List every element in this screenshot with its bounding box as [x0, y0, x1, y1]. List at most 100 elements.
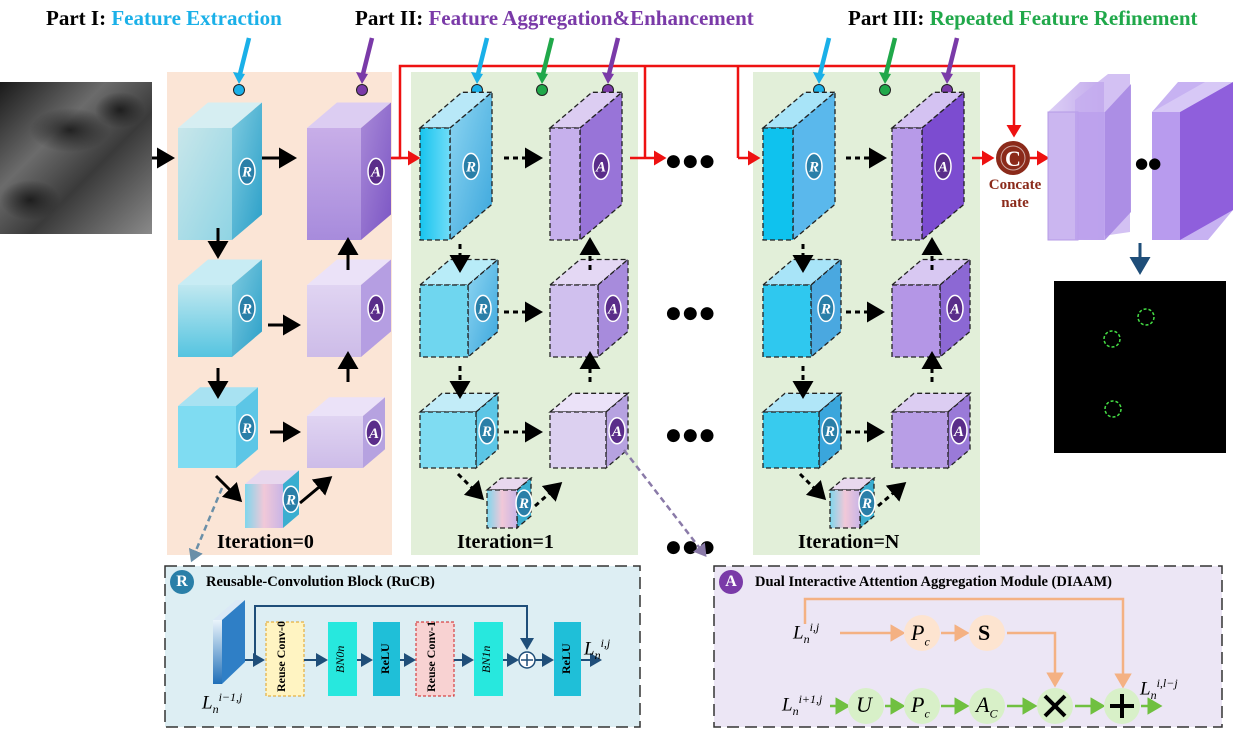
iterN-attention-cube-level3: A — [890, 391, 972, 470]
rucb-pointer — [188, 487, 224, 563]
rucb-input-symbol: L — [202, 692, 213, 714]
encoder-cube-level1: R — [178, 102, 262, 240]
detected-target-circle — [1103, 330, 1121, 348]
diaam-s-node — [969, 615, 1005, 651]
svg-text:R: R — [285, 492, 296, 508]
diaam-input1-sub: n — [803, 632, 810, 647]
rucb-input-label: Lni−1,j — [202, 690, 242, 717]
diaam-pointer — [623, 449, 707, 557]
svg-text:A: A — [611, 424, 622, 440]
diaam-pc-top-sub: c — [924, 634, 930, 649]
part1-pin-iter0 — [233, 37, 252, 96]
diaam-output-label: Lni,l−j — [1140, 676, 1178, 703]
part1-prefix: Part I: — [46, 6, 107, 30]
output-ellipsis: ●● — [1135, 154, 1161, 172]
input-infrared-image — [0, 82, 152, 234]
rucb-relu2-label: ReLU — [559, 626, 576, 692]
iter1-reuse-cube-level1: R — [418, 90, 494, 242]
iterN-reuse-cube-level1: R — [761, 90, 837, 242]
diaam-input1-sup: i,j — [809, 620, 820, 634]
rucb-output-symbol: L — [584, 638, 595, 660]
svg-text:R: R — [241, 421, 252, 437]
attention-module-mark: A — [365, 419, 383, 447]
part-indicator-pins — [233, 37, 960, 96]
iter1-reuse-cube-level3: R — [418, 391, 500, 470]
iter1-attention-cube-level1: A — [548, 90, 624, 242]
part2-pin-iter0 — [356, 37, 375, 96]
svg-text:R: R — [241, 301, 252, 317]
attention-module-mark: A — [950, 417, 968, 445]
part3-pin-iter1 — [536, 37, 555, 96]
concat-label-line2: nate — [1001, 195, 1029, 211]
svg-text:A: A — [595, 159, 606, 175]
encoder-cube-level2: R — [178, 259, 262, 357]
concat-symbol: C — [1005, 146, 1021, 171]
rucb-reuse-conv0-text: Reuse Conv-0 — [274, 621, 288, 692]
rucb-output-sub: n — [594, 648, 601, 663]
rucb-bn0-label: BN0n — [333, 626, 352, 692]
svg-text:A: A — [370, 164, 381, 180]
iteration-ellipsis-label: ●●● — [666, 537, 717, 557]
detected-target-circle — [1137, 308, 1155, 326]
diaam-ac-label: AC — [976, 692, 997, 721]
rucb-relu1-label: ReLU — [378, 626, 395, 692]
svg-text:R: R — [241, 164, 252, 180]
reuse-block-mark: R — [478, 417, 496, 445]
attention-module-mark: A — [608, 417, 626, 445]
attention-module-mark: A — [934, 152, 952, 181]
iteration-ellipsis-top: ●●● — [666, 151, 717, 171]
svg-text:R: R — [861, 496, 872, 512]
rucb-bn1-label: BN1n — [479, 626, 498, 692]
attention-cube-level3: A — [307, 397, 385, 468]
svg-text:A: A — [368, 426, 379, 442]
diaam-title: Dual Interactive Attention Aggregation M… — [755, 574, 1112, 590]
attention-module-mark: A — [946, 294, 964, 323]
diaam-input2-label: Lni+1,j — [782, 692, 822, 719]
svg-text:R: R — [477, 301, 488, 317]
attention-module-mark: A — [592, 152, 610, 181]
detected-target-circle — [1104, 400, 1122, 418]
svg-text:R: R — [465, 159, 476, 175]
rucb-input-sup: i−1,j — [218, 690, 243, 704]
reuse-block-mark: R — [282, 485, 300, 514]
output-feature-stack: ●● — [1047, 74, 1233, 241]
rucb-relu-2 — [554, 622, 581, 696]
diaam-pc-bottom-label: Pc — [911, 692, 930, 721]
attention-module-mark: A — [367, 157, 385, 186]
diaam-pc-node-bottom — [904, 688, 940, 724]
svg-text:R: R — [820, 301, 831, 317]
dense-skip-connections — [386, 64, 1050, 166]
rucb-reuse-conv0 — [265, 621, 305, 697]
rucb-reuse-conv1-label: Reuse Conv-1 — [424, 621, 447, 692]
rucb-reuse-conv1 — [415, 621, 455, 697]
part3-prefix: Part III: — [848, 6, 925, 30]
rucb-badge: R — [170, 570, 194, 594]
part2-name: Feature Aggregation&Enhancement — [428, 6, 754, 30]
svg-text:A: A — [937, 159, 948, 175]
attention-cube-level2: A — [307, 259, 391, 357]
svg-text:R: R — [481, 424, 492, 440]
diaam-pc-top-label: Pc — [911, 620, 930, 649]
diaam-u-label: U — [856, 692, 872, 717]
diaam-pc-bottom-symbol: P — [911, 692, 925, 717]
diaam-input2-sup: i+1,j — [798, 692, 823, 706]
diaam-input1-label: Lni,j — [793, 620, 819, 647]
bottleneck-cube: R — [245, 470, 300, 528]
reuse-block-mark: R — [515, 489, 533, 517]
rucb-title: Reusable-Convolution Block (RuCB) — [206, 574, 435, 590]
reuse-block-mark: R — [821, 417, 839, 445]
detection-result-image — [1054, 281, 1226, 453]
rucb-relu2-text: ReLU — [559, 643, 573, 675]
diaam-output-sub: n — [1150, 688, 1157, 703]
rucb-relu-1 — [373, 622, 400, 696]
diaam-pc-top-symbol: P — [911, 620, 925, 645]
rucb-reuse-conv1-text: Reuse Conv-1 — [424, 621, 438, 692]
concatenate-node: C — [996, 141, 1030, 175]
diaam-output-symbol: L — [1140, 678, 1151, 700]
diaam-detail-block — [713, 565, 1223, 728]
diaam-pc-bottom-sub: c — [924, 706, 930, 721]
diaam-pc-node-top — [904, 615, 940, 651]
rucb-output-label: Lni,j — [584, 636, 610, 663]
